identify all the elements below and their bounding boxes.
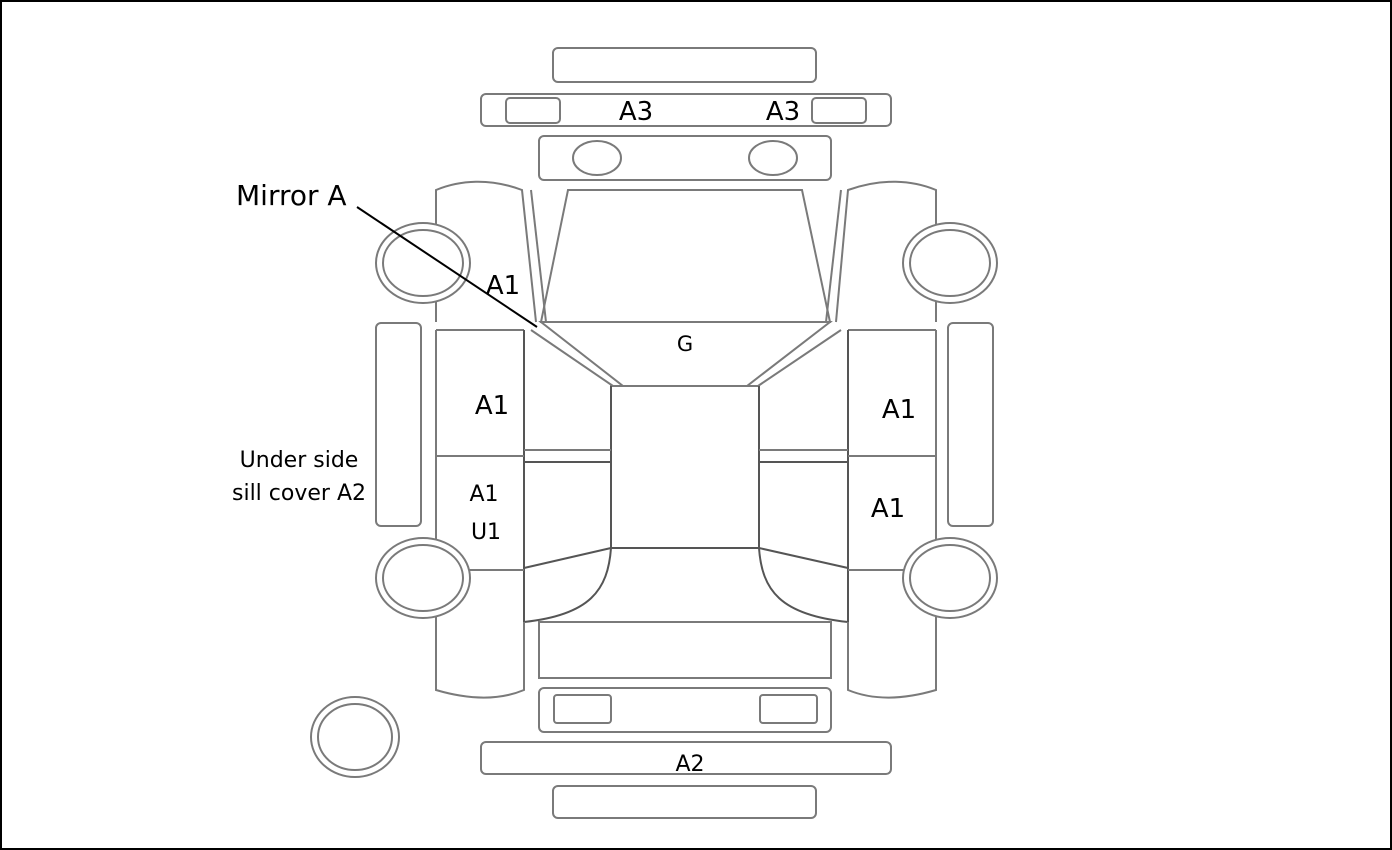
label-front-lamp-left: A3: [619, 97, 653, 127]
rear-lamp-right: [759, 694, 818, 724]
label-rear-bumper: A2: [675, 752, 704, 777]
spare-wheel: [310, 696, 400, 778]
label-rear-door-right: A1: [871, 494, 905, 524]
rear-bumper: [480, 741, 892, 775]
rear-wheel-left: [375, 537, 471, 619]
rear-wheel-left-inner: [382, 544, 464, 612]
mirror-leader-line: [356, 206, 538, 328]
label-sill-line1: Under side: [240, 448, 359, 473]
front-wheel-right: [902, 222, 998, 304]
sill-cover-right: [947, 322, 994, 527]
rear-fender-right: [847, 622, 937, 699]
front-lamp-left: [505, 97, 561, 124]
label-front-door-right: A1: [882, 395, 916, 425]
rear-wheel-right: [902, 537, 998, 619]
roof-panel: [610, 385, 760, 549]
label-front-door-left: A1: [475, 391, 509, 421]
sill-cover-left: [375, 322, 422, 527]
rear-bumper-bottom: [552, 785, 817, 819]
rear-wheel-right-inner: [909, 544, 991, 612]
label-rear-door-left-a: A1: [469, 482, 498, 507]
front-wheel-left-inner: [382, 229, 464, 297]
label-front-lamp-right: A3: [766, 97, 800, 127]
front-wheel-left: [375, 222, 471, 304]
front-wheel-right-inner: [909, 229, 991, 297]
front-bumper: [480, 93, 892, 127]
front-fender-left: [435, 180, 537, 323]
front-lamp-right: [811, 97, 867, 124]
label-sill-line2: sill cover A2: [232, 481, 366, 506]
label-mirror: Mirror A: [236, 179, 347, 212]
label-hood: G: [677, 332, 693, 356]
label-front-fender-left: A1: [486, 271, 520, 301]
spare-wheel-inner: [317, 703, 393, 771]
fog-lamp-right: [748, 140, 798, 176]
rear-lamp-left: [553, 694, 612, 724]
front-fender-right: [835, 180, 937, 323]
trunk-lid: [538, 621, 832, 679]
fog-lamp-left: [572, 140, 622, 176]
rear-fender-left: [435, 622, 525, 699]
label-rear-door-left-b: U1: [471, 520, 501, 545]
front-bumper-top: [552, 47, 817, 83]
hood-panel: [539, 189, 832, 323]
